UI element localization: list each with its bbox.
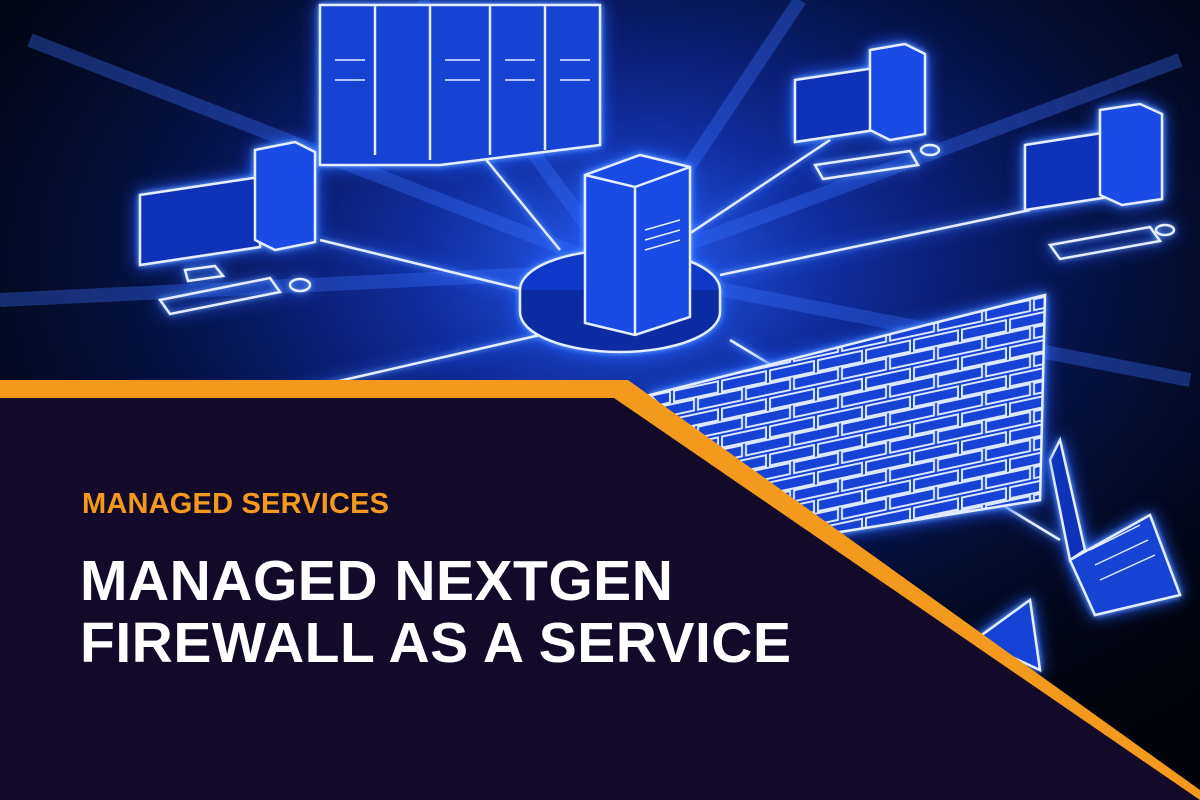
- dark-panel: [0, 398, 1200, 800]
- server-rack-icon: [318, 3, 602, 167]
- page-title: MANAGED NEXTGEN FIREWALL AS A SERVICE: [80, 550, 791, 674]
- central-server-icon: [518, 153, 722, 354]
- title-line-1: MANAGED NEXTGEN: [80, 549, 674, 613]
- desktop-computer-icon: [138, 140, 317, 316]
- title-line-2: FIREWALL AS A SERVICE: [80, 611, 792, 675]
- laptop-icon: [1048, 436, 1182, 617]
- desktop-computer-icon: [793, 42, 941, 181]
- desktop-computer-icon: [1023, 102, 1176, 261]
- category-label: MANAGED SERVICES: [82, 488, 390, 520]
